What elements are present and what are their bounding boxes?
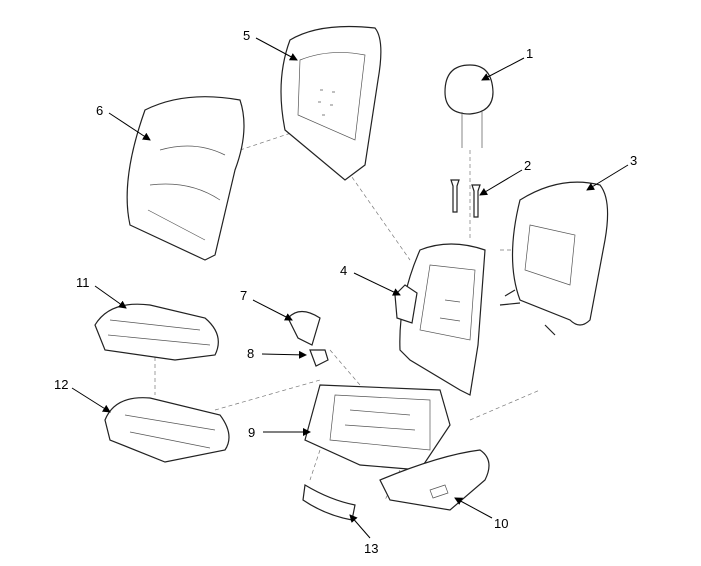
callout-8: 8 bbox=[247, 346, 254, 361]
part-seatback-cover bbox=[280, 25, 382, 181]
callout-13: 13 bbox=[364, 541, 378, 556]
part-front-trim bbox=[302, 484, 356, 521]
part-side-shield bbox=[379, 449, 490, 511]
callout-11: 11 bbox=[76, 275, 90, 290]
part-back-panel bbox=[499, 181, 609, 336]
callout-5: 5 bbox=[243, 28, 250, 43]
part-seat-cushion-pad bbox=[104, 397, 230, 463]
part-seatback-frame bbox=[394, 243, 486, 396]
part-seat-cushion-frame bbox=[304, 384, 451, 471]
callout-7: 7 bbox=[240, 288, 247, 303]
callout-12: 12 bbox=[54, 377, 68, 392]
callout-6: 6 bbox=[96, 103, 103, 118]
part-headrest bbox=[444, 64, 494, 148]
callout-2: 2 bbox=[524, 158, 531, 173]
callout-leaders bbox=[71, 37, 629, 539]
callout-labels: 1 2 3 4 5 6 7 8 9 10 11 12 13 bbox=[54, 28, 637, 556]
part-seat-cushion-cover bbox=[94, 303, 219, 361]
callout-1: 1 bbox=[526, 46, 533, 61]
part-seat-belt-buckle bbox=[309, 349, 329, 367]
part-seatback-cushion bbox=[126, 96, 245, 261]
callout-3: 3 bbox=[630, 153, 637, 168]
part-headrest-guides bbox=[450, 179, 481, 218]
callout-4: 4 bbox=[340, 263, 347, 278]
callout-9: 9 bbox=[248, 425, 255, 440]
part-side-cover bbox=[287, 310, 321, 346]
callout-10: 10 bbox=[494, 516, 508, 531]
